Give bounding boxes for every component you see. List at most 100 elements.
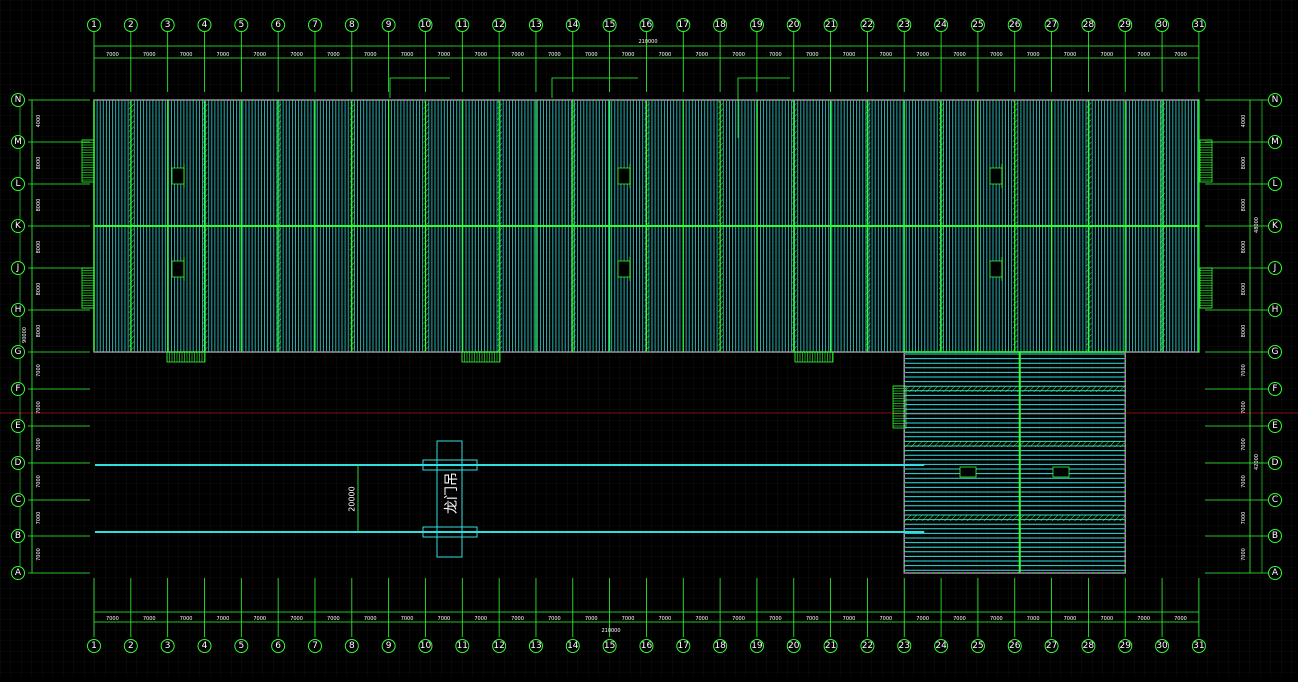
column-axis-bubble-bottom-circle: [1155, 639, 1170, 653]
right-subtotal-lower-label: 42000: [1254, 454, 1260, 470]
gantry-crane-body: [436, 440, 463, 558]
bay-spacing-label-top: 7000: [364, 52, 377, 58]
row-axis-bubble-left-label: L: [15, 179, 20, 189]
column-axis-bubble-top-label: 6: [275, 20, 281, 30]
column-axis-bubble-top: 7: [307, 18, 322, 32]
column-axis-bubble-bottom-label: 6: [275, 641, 281, 651]
row-axis-bubble-left: A: [11, 566, 25, 580]
bay-spacing-label-bottom: 7000: [327, 616, 340, 622]
column-axis-bubble-top: 19: [749, 18, 764, 32]
column-axis-bubble-bottom-label: 20: [788, 641, 800, 651]
column-axis-bubble-bottom-circle: [528, 639, 543, 653]
column-axis-bubble-top: 12: [492, 18, 507, 32]
column-axis-bubble-bottom-label: 23: [899, 641, 910, 651]
column-axis-bubble-bottom: 24: [934, 639, 949, 653]
column-axis-bubble-bottom-label: 13: [530, 641, 541, 651]
row-axis-bubble-left: B: [11, 529, 25, 543]
row-axis-bubble-left: E: [11, 419, 25, 433]
column-axis-bubble-top-circle: [123, 18, 138, 32]
bay-spacing-label-top: 7000: [806, 52, 819, 58]
column-axis-bubble-bottom-label: 18: [714, 641, 726, 651]
column-axis-bubble-top-circle: [528, 18, 543, 32]
row-axis-bubble-right: G: [1268, 345, 1282, 359]
column-axis-bubble-bottom-circle: [344, 639, 359, 653]
bay-spacing-label-top: 7000: [253, 52, 266, 58]
row-axis-bubble-left-label: M: [14, 137, 22, 147]
bay-spacing-label-top: 7000: [732, 52, 745, 58]
column-axis-bubble-top-circle: [934, 18, 949, 32]
column-axis-bubble-top-label: 3: [165, 20, 171, 30]
bay-spacing-label-bottom: 7000: [1100, 616, 1113, 622]
column-axis-bubble-bottom-circle: [676, 639, 691, 653]
row-axis-bubble-right-label: L: [1272, 179, 1277, 189]
column-axis-bubble-bottom-circle: [786, 639, 801, 653]
bay-spacing-label-bottom: 7000: [843, 616, 856, 622]
bay-spacing-label-top: 7000: [1174, 52, 1187, 58]
column-axis-bubble-top-label: 16: [641, 20, 653, 30]
row-axis-bubble-right-circle: [1268, 261, 1282, 275]
column-axis-bubble-top: 9: [381, 18, 396, 32]
column-axis-bubble-bottom: 21: [823, 639, 838, 653]
row-spacing-label-left: 8000: [36, 283, 42, 296]
column-axis-bubble-top: 31: [1191, 18, 1206, 32]
column-axis-bubble-bottom-label: 9: [386, 641, 392, 651]
column-axis-bubble-bottom-circle: [897, 639, 912, 653]
column-axis-bubble-top-circle: [1081, 18, 1096, 32]
bay-spacing-label-bottom: 7000: [180, 616, 193, 622]
row-spacing-label-left: 8000: [36, 325, 42, 338]
column-axis-bubble-top-label: 14: [567, 20, 579, 30]
bay-spacing-label-top: 7000: [327, 52, 340, 58]
row-spacing-label-right: 7000: [1241, 548, 1247, 561]
row-spacing-label-right: 8000: [1241, 283, 1247, 296]
row-axis-bubble-right: B: [1268, 529, 1282, 543]
column-axis-bubble-top-circle: [1044, 18, 1059, 32]
layer-background: [0, 32, 1298, 637]
column-axis-bubble-bottom: 25: [970, 639, 985, 653]
column-axis-bubble-top-label: 28: [1083, 20, 1095, 30]
column-axis-bubble-bottom-circle: [713, 639, 728, 653]
bay-spacing-label-bottom: 7000: [548, 616, 561, 622]
column-axis-bubble-top-label: 22: [862, 20, 873, 30]
column-axis-bubble-bottom: 3: [160, 639, 175, 653]
column-axis-bubble-bottom: 12: [492, 639, 507, 653]
bay-spacing-label-bottom: 7000: [658, 616, 671, 622]
row-axis-bubble-right-circle: [1268, 456, 1282, 470]
bay-spacing-label-bottom: 7000: [511, 616, 524, 622]
column-axis-bubble-bottom: 1: [87, 639, 101, 653]
bay-spacing-label-top: 7000: [143, 52, 156, 58]
column-axis-bubble-top-circle: [602, 18, 617, 32]
row-axis-bubble-left-circle: [11, 219, 25, 233]
column-axis-bubble-bottom: 14: [565, 639, 580, 653]
bay-spacing-label-bottom: 7000: [474, 616, 487, 622]
column-axis-bubble-bottom: 11: [455, 639, 470, 653]
row-spacing-label-right: 7000: [1241, 475, 1247, 488]
roof-panel-area: [81, 77, 1213, 429]
bay-spacing-label-top: 7000: [180, 52, 193, 58]
column-axis-bubble-top-label: 8: [349, 20, 355, 30]
column-axis-bubble-top-label: 18: [714, 20, 726, 30]
row-spacing-label-left: 7000: [36, 475, 42, 488]
row-axis-bubble-left: M: [11, 135, 25, 149]
column-axis-bubble-top-label: 12: [493, 20, 504, 30]
row-axis-bubble-right: L: [1268, 177, 1282, 191]
row-axis-bubble-left-label: F: [15, 384, 20, 394]
column-axis-bubble-bottom-circle: [934, 639, 949, 653]
column-axis-bubble-bottom-circle: [602, 639, 617, 653]
skylight-block: [989, 167, 1003, 185]
row-axis-bubble-left-circle: [11, 261, 25, 275]
row-axis-bubble-left-circle: [11, 303, 25, 317]
row-axis-bubble-left: D: [11, 456, 25, 470]
column-axis-bubble-bottom-label: 14: [567, 641, 579, 651]
column-axis-bubble-top-circle: [492, 18, 507, 32]
row-axis-bubble-right-circle: [1268, 135, 1282, 149]
column-axis-bubble-bottom-label: 15: [604, 641, 615, 651]
column-axis-bubble-top-circle: [676, 18, 691, 32]
row-spacing-label-left: 8000: [36, 157, 42, 170]
column-axis-bubble-top-label: 4: [202, 20, 208, 30]
column-axis-bubble-bottom-circle: [418, 639, 433, 653]
column-axis-bubble-top-circle: [197, 18, 212, 32]
row-spacing-label-right: 7000: [1241, 364, 1247, 377]
column-axis-bubble-top-label: 9: [386, 20, 392, 30]
column-axis-bubble-bottom: 31: [1191, 639, 1206, 653]
